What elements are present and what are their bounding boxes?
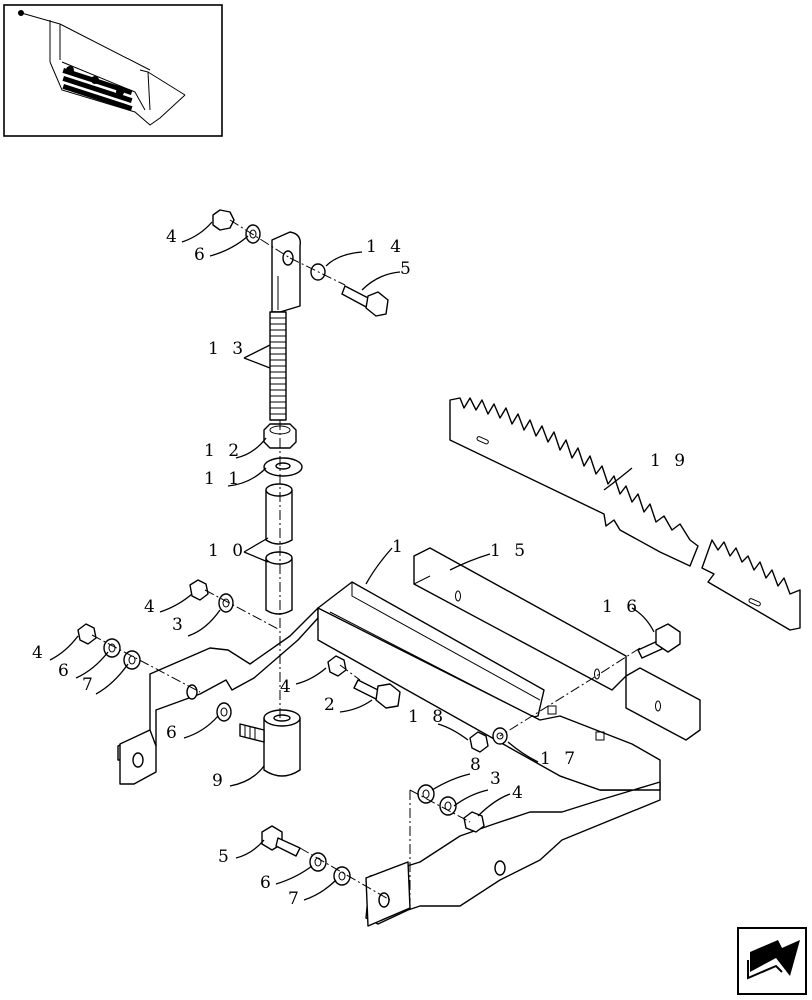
label-item-4: 4: [280, 677, 295, 697]
centerlines: [91, 219, 641, 910]
label-item-7: 7: [288, 889, 303, 909]
label-item-6: 6: [166, 723, 181, 743]
label-item-1: 1: [392, 537, 407, 557]
nut-and-washer-top: [212, 209, 389, 317]
label-item-17: 1 7: [540, 749, 579, 769]
label-item-6: 6: [58, 661, 73, 681]
label-item-5: 5: [218, 847, 233, 867]
label-item-3: 3: [172, 615, 187, 635]
label-item-4: 4: [32, 643, 47, 663]
label-item-7: 7: [82, 675, 97, 695]
label-item-5: 5: [400, 259, 415, 279]
label-item-3: 3: [490, 769, 505, 789]
label-item-4: 4: [144, 597, 159, 617]
label-item-4: 4: [166, 227, 181, 247]
label-item-18: 1 8: [408, 707, 447, 727]
label-item-12: 1 2: [204, 441, 243, 461]
label-item-16: 1 6: [602, 597, 641, 617]
leader-lines: [49, 221, 655, 901]
item-labels: 4 6 1 4 5 1 3 1 2 1 1 1 0 1 1 5 1 9 1 6 …: [32, 227, 689, 909]
wear-plate: [413, 547, 701, 741]
assembly-thumbnail-icon[interactable]: [3, 4, 223, 137]
label-item-2: 2: [324, 695, 339, 715]
label-item-10: 1 0: [208, 541, 247, 561]
label-item-11: 1 1: [204, 469, 243, 489]
label-item-6: 6: [260, 873, 275, 893]
label-item-4: 4: [512, 783, 527, 803]
support-frame: [117, 581, 661, 927]
adjusting-rod-assembly: [239, 231, 303, 777]
label-item-14: 1 4: [366, 237, 405, 257]
label-item-13: 1 3: [208, 339, 247, 359]
label-item-9: 9: [212, 771, 227, 791]
serrated-blade: [449, 397, 801, 631]
label-item-8: 8: [470, 755, 485, 775]
label-item-6: 6: [194, 245, 209, 265]
label-item-15: 1 5: [490, 541, 529, 561]
next-page-arrow-icon[interactable]: [737, 927, 807, 995]
label-item-19: 1 9: [650, 451, 689, 471]
